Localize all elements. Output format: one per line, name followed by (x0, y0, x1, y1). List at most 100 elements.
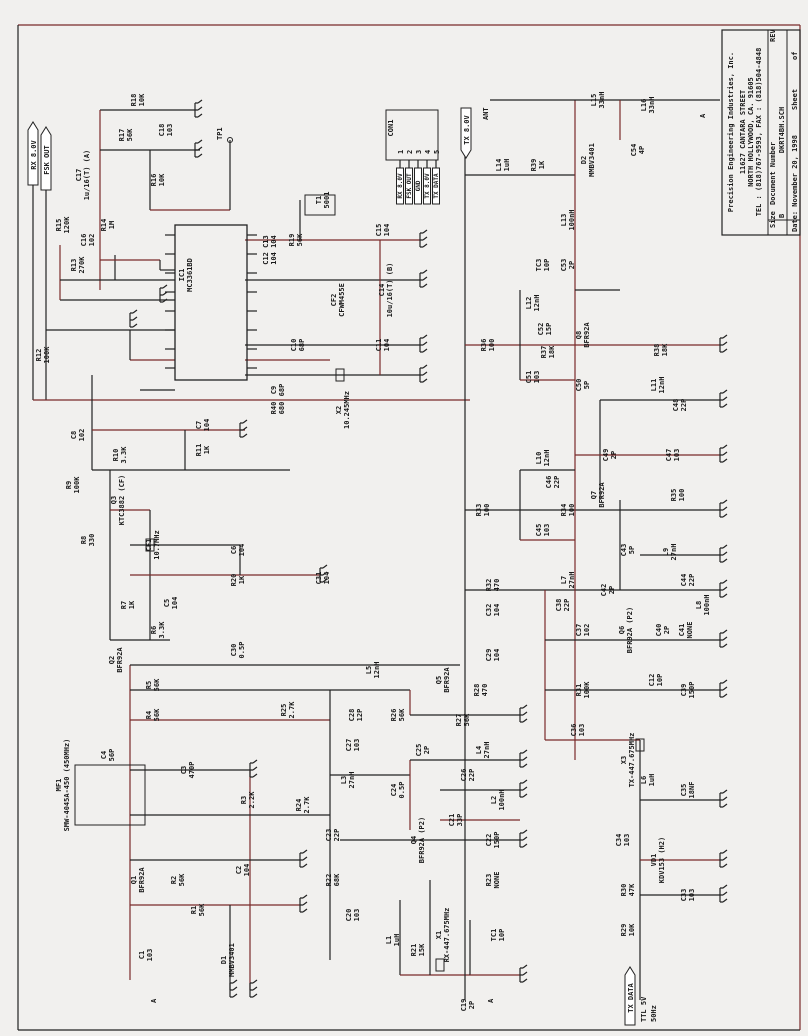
component-value: 1K (128, 600, 136, 609)
ground-icon (519, 964, 528, 983)
component-ref: R6 (150, 626, 158, 634)
component-value: 33P (456, 814, 464, 827)
ground-icon (419, 269, 428, 288)
component-ref: R1 (190, 906, 198, 914)
offpage-a-right: A (699, 113, 707, 118)
ground-icon (299, 849, 308, 868)
component-value: 2P (663, 626, 671, 634)
component-value: 100 (488, 339, 496, 352)
component-value: 100nH (703, 594, 711, 615)
component-value: NONE (493, 872, 501, 889)
connector-pin: 4 (424, 150, 432, 154)
component-ref: C25 (415, 744, 423, 757)
component-value: 15P (545, 323, 553, 336)
component-ref: Q5 (435, 676, 443, 684)
component-ref: R34 (560, 504, 568, 517)
component-value: 150P (688, 682, 696, 699)
component-ref: R21 (410, 944, 418, 957)
component-ref: R19 (288, 234, 296, 247)
component-value: 2P (568, 261, 576, 269)
component-value: 12nH (543, 450, 551, 467)
component-ref: L7 (560, 576, 568, 584)
component-ref: C51 (525, 371, 533, 384)
component-ref: C2 (235, 866, 243, 874)
port-rx-vcc: RX 8.0V (27, 121, 39, 186)
component-value: 12nH (658, 377, 666, 394)
component-ref: C8 (70, 431, 78, 439)
component-ref: C22 (485, 834, 493, 847)
component-value: 1uH (648, 774, 656, 787)
component-ref: L1 (385, 936, 393, 944)
company-phone: TEL : (818)767-9593, FAX : (818)504-4848 (755, 48, 763, 217)
component-ref: CF1 (145, 539, 153, 552)
crystal-icon (145, 538, 155, 552)
component-value: 330 (88, 534, 96, 547)
component-value: 1u/16(T) (A) (83, 150, 91, 201)
component-value: 1K (238, 575, 246, 584)
ground-icon (719, 334, 728, 353)
ground-symbols (129, 99, 728, 998)
component-ref: R23 (485, 874, 493, 887)
component-ref: C27 (345, 739, 353, 752)
component-value: 2.2K (248, 791, 256, 809)
component-value: 470P (188, 762, 196, 779)
component-value: 104 104 (270, 235, 278, 265)
component-value: 104 (243, 864, 251, 877)
component-value: 22P (680, 399, 688, 412)
component-ref: C34 (615, 834, 623, 847)
component-ref: C7 (195, 421, 203, 429)
component-value: 33nH (648, 97, 656, 114)
signal-tag (405, 167, 413, 205)
svg-text:FSK OUT: FSK OUT (43, 145, 51, 175)
ttl-rate: 50Hz (650, 1005, 658, 1022)
component-ref: C42 (600, 584, 608, 597)
wiring (17, 24, 801, 1031)
offpage-a-left: A (150, 998, 158, 1003)
component-ref: C54 (630, 144, 638, 157)
test-point-label: TP1 (216, 127, 224, 140)
component-value: 3.3K (158, 621, 166, 639)
component-ref: R7 (120, 601, 128, 609)
component-ref: C38 (555, 599, 563, 612)
component-ref: L12 (525, 297, 533, 310)
port-fsk-out: FSK OUT (40, 126, 52, 191)
ground-icon (299, 894, 308, 913)
component-ref: R29 (620, 924, 628, 937)
component-value: SMW-4045A-450 (450MHz) (63, 739, 71, 832)
component-ref: C1 (138, 951, 146, 959)
component-value: 56K (198, 903, 206, 916)
component-ref: L14 (495, 159, 503, 172)
component-ref: VD1 (650, 854, 658, 867)
ground-icon (719, 679, 728, 698)
component-ref: C12 C13 (262, 235, 270, 265)
component-ref: Q6 (618, 626, 626, 634)
document-number: DKRT4BH.SCH (778, 107, 786, 153)
ground-icon (229, 979, 238, 998)
component-ref: L11 (650, 379, 658, 392)
component-ref: D1 (220, 956, 228, 964)
ground-icon (519, 749, 528, 768)
component-ref: L4 (475, 746, 483, 754)
component-ref: R2 (170, 876, 178, 884)
component-value: 1uH (503, 159, 511, 172)
